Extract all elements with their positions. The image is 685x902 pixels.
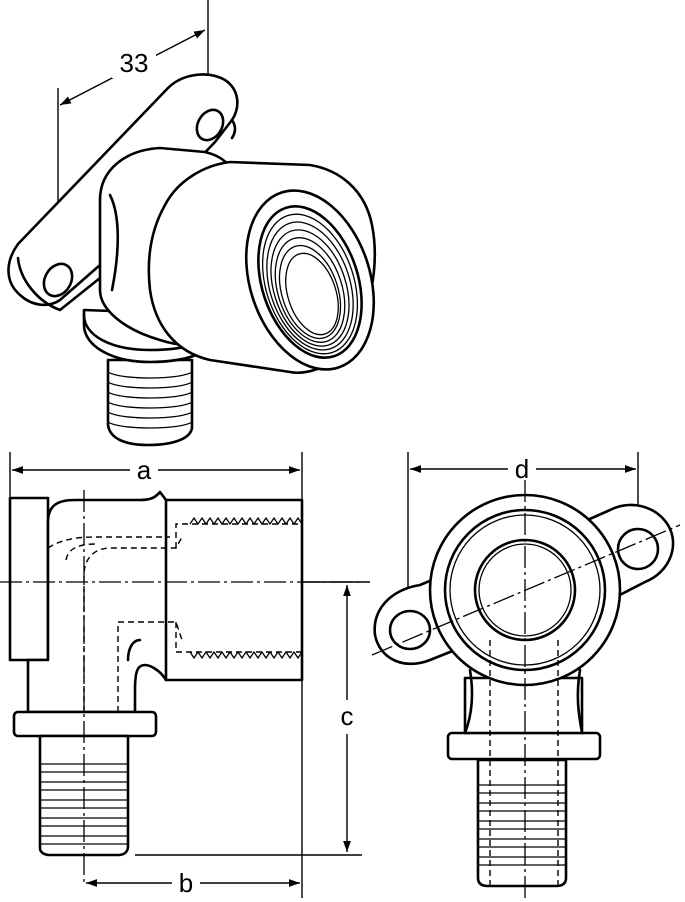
- front-spigot: [446, 676, 602, 888]
- dimension-b: b: [86, 680, 303, 900]
- front-hidden-lines: [489, 640, 559, 886]
- dimension-label-c: c: [341, 701, 354, 731]
- side-view: a: [0, 452, 370, 900]
- side-internal-passage: [47, 516, 303, 712]
- dimension-label-a: a: [137, 455, 152, 485]
- dimension-33: 33: [57, 0, 209, 270]
- dimension-label-33: 33: [120, 48, 149, 78]
- side-spigot: [12, 710, 158, 857]
- iso-outlet: [147, 160, 376, 374]
- dimension-label-b: b: [179, 868, 193, 898]
- front-view: d: [371, 452, 681, 900]
- dimension-label-d: d: [515, 454, 529, 484]
- side-flange: [8, 496, 50, 662]
- dimension-a: a: [9, 452, 303, 500]
- isometric-view: 33: [7, 0, 376, 447]
- dimension-c: c: [135, 581, 370, 856]
